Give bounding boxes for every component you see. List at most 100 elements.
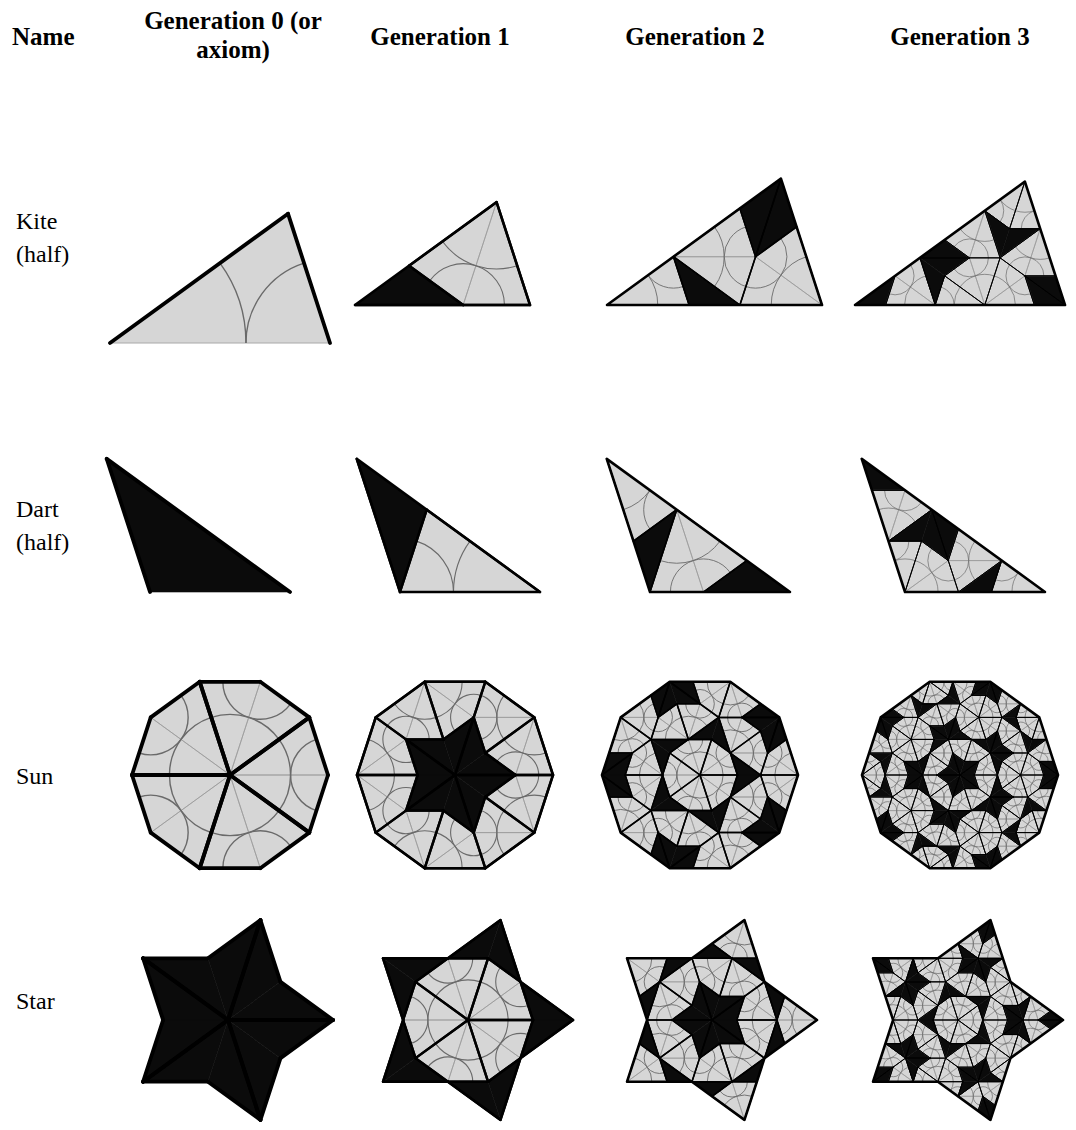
decoration-arc (169, 775, 181, 811)
kite-generation-figure (355, 202, 530, 305)
tile-edge (230, 717, 309, 775)
kite-axis-line (677, 510, 704, 592)
tile-edge (670, 739, 689, 753)
decoration-arc (453, 541, 470, 592)
tile-edge (260, 1058, 280, 1120)
tile-edge (892, 833, 904, 841)
tile-edge (1002, 775, 1021, 789)
kite-axis-line (688, 739, 700, 775)
tile-edge (992, 561, 1002, 592)
tile-edge (609, 752, 632, 754)
decoration-arc (497, 811, 504, 833)
kite-axis-line (911, 797, 930, 811)
decoration-arc (639, 717, 643, 731)
kite-axis-line (937, 833, 956, 847)
tile-edge (1028, 797, 1047, 811)
tile-edge (425, 682, 444, 740)
kite-axis-line (979, 819, 998, 833)
tile-edge (1016, 832, 1039, 833)
decoration-arc (628, 811, 640, 819)
decoration-arc (451, 704, 455, 731)
decoration-arc (928, 846, 934, 854)
half-dart-tile (960, 775, 979, 789)
tile-edge (979, 811, 986, 833)
half-kite-tile (474, 717, 535, 753)
decoration-arc (1032, 780, 1042, 784)
kite-axis-line (1021, 819, 1040, 833)
kite-axis-line (688, 811, 700, 847)
decoration-arc (413, 717, 429, 739)
tile-edge (948, 855, 952, 869)
decoration-arc (737, 846, 749, 854)
decoration-arc (921, 721, 923, 731)
tile-edge (200, 680, 261, 684)
kite-axis-line (885, 775, 904, 789)
tile-edge (768, 717, 780, 753)
decoration-arc (932, 573, 955, 581)
decoration-arc (881, 745, 891, 749)
tile-edge (700, 704, 719, 718)
kite-axis-line (516, 717, 535, 775)
tile-edge (677, 811, 689, 847)
tile-edge (474, 682, 486, 718)
kite-axis-line (688, 775, 700, 811)
tile-edge (625, 775, 632, 797)
decoration-arc (644, 819, 654, 833)
tile-edge (997, 775, 1001, 789)
tile-edge (892, 717, 904, 725)
decoration-arc (897, 780, 907, 784)
tile-edge (309, 717, 328, 775)
kite-axis-line (930, 753, 937, 775)
tile-edge (1032, 810, 1046, 811)
kite-axis-line (885, 775, 904, 789)
tile-edge (700, 739, 712, 775)
decoration-arc (1010, 287, 1016, 305)
dart-generation-figure (862, 459, 1045, 592)
tile-edge (956, 833, 960, 847)
decoration-arc (897, 824, 907, 828)
tile-edge (742, 832, 779, 834)
tile-edge (930, 739, 934, 753)
tile-edge (761, 797, 768, 819)
tile-edge (625, 753, 632, 775)
decoration-arc (910, 265, 914, 287)
decoration-arc (716, 745, 719, 762)
tile-edge (990, 797, 1013, 798)
kite-axis-line (953, 797, 972, 811)
tile-edge (892, 811, 911, 825)
tile-edge (960, 811, 972, 819)
kite-axis-line (972, 811, 979, 833)
tile-edge (1025, 276, 1034, 305)
kite-axis-line (621, 797, 633, 833)
tile-edge (1002, 789, 1014, 797)
decoration-arc (1006, 802, 1016, 806)
decoration-arc (964, 731, 974, 735)
decoration-arc (497, 695, 504, 717)
half-kite-tile (474, 797, 535, 833)
tile-edge (990, 797, 997, 819)
tile-edge (1039, 761, 1053, 762)
tile-edge (911, 789, 918, 811)
decoration-arc (960, 748, 962, 758)
tile-edge (200, 682, 230, 775)
tile-edge (719, 832, 742, 834)
kite-axis-line (730, 717, 742, 753)
tile-edge (904, 761, 908, 775)
decoration-arc (895, 541, 909, 560)
decoration-arc (383, 726, 387, 753)
tile-edge (228, 1020, 260, 1120)
figure-outline (855, 182, 1065, 305)
tile-edge (964, 788, 978, 789)
tile-edge (632, 797, 651, 811)
decoration-arc (781, 238, 787, 275)
kite-axis-line (862, 775, 885, 776)
tile-edge (945, 240, 970, 258)
decoration-arc (1000, 819, 1006, 827)
tile-edge (953, 775, 960, 797)
tile-edge (677, 703, 700, 705)
kite-axis-line (937, 833, 956, 847)
tile-edge (400, 510, 427, 592)
tile-edge (948, 753, 952, 767)
decoration-arc (654, 818, 670, 824)
